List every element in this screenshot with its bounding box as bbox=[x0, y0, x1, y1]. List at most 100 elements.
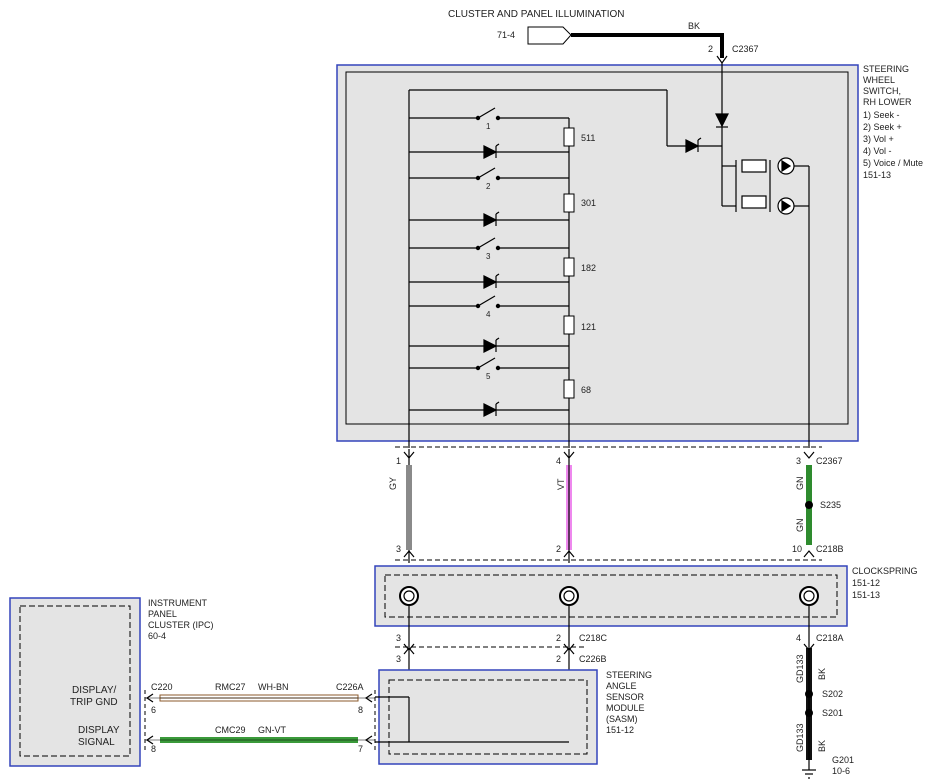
resistor-value-4: 121 bbox=[581, 322, 596, 332]
switch-contacts bbox=[475, 107, 501, 371]
header-ref: 71-4 bbox=[497, 30, 515, 40]
gn-top-color: GN bbox=[795, 477, 805, 491]
ipc-box bbox=[9, 597, 141, 767]
svg-text:INSTRUMENT: INSTRUMENT bbox=[148, 598, 207, 608]
gn-bottom-pin: 10 bbox=[792, 544, 802, 554]
ipc-pin2: 8 bbox=[151, 744, 156, 754]
ipc-pin2-label-2: SIGNAL bbox=[78, 737, 115, 748]
c226a-label: C226A bbox=[336, 682, 364, 692]
header-title: CLUSTER AND PANEL ILLUMINATION bbox=[448, 9, 625, 20]
header-pin: 2 bbox=[708, 44, 713, 54]
ground-splice-2: S201 bbox=[822, 708, 843, 718]
sasm-box bbox=[378, 669, 598, 765]
switch-label-3: 3 bbox=[486, 252, 491, 261]
clockspring-name: CLOCKSPRING bbox=[852, 566, 918, 576]
gn-top-pin: 3 bbox=[796, 456, 801, 466]
wire2-circuit: CMC29 bbox=[215, 725, 246, 735]
ipc-pin2-label-1: DISPLAY bbox=[78, 725, 120, 736]
ipc-inner bbox=[19, 605, 131, 757]
gy-top-pin: 1 bbox=[396, 456, 401, 466]
svg-text:151-12: 151-12 bbox=[606, 725, 634, 735]
arrow-left-icon bbox=[364, 735, 373, 745]
svg-text:PANEL: PANEL bbox=[148, 609, 177, 619]
sasm-pin1: 8 bbox=[358, 705, 363, 715]
connector-arrow-icon bbox=[527, 26, 572, 45]
vt-color: VT bbox=[556, 478, 566, 490]
resistor-value-3: 182 bbox=[581, 263, 596, 273]
bk-wire bbox=[571, 33, 724, 58]
clockspring-inner bbox=[384, 574, 838, 618]
ground-circuit-1: GD133 bbox=[795, 654, 805, 683]
arrow-left-icon bbox=[364, 693, 373, 703]
svg-text:ANGLE: ANGLE bbox=[606, 681, 637, 691]
c226b-pin-left: 3 bbox=[396, 654, 401, 664]
ground-color-1: BK bbox=[817, 668, 827, 680]
resistor-value-1: 511 bbox=[581, 133, 595, 143]
gn-bottom-color: GN bbox=[795, 519, 805, 533]
ipc-pin1: 6 bbox=[151, 705, 156, 715]
switch-label-2: 2 bbox=[486, 182, 491, 191]
wire-gy bbox=[406, 465, 412, 550]
switch-label-4: 4 bbox=[486, 310, 491, 319]
ipc-pin1-label-2: TRIP GND bbox=[70, 697, 118, 708]
gn-connector: C2367 bbox=[816, 456, 843, 466]
wire1-color: WH-BN bbox=[258, 682, 289, 692]
sasm-name: STEERING ANGLE SENSOR MODULE (SASM) 151-… bbox=[606, 670, 652, 735]
splice-s235 bbox=[805, 501, 813, 509]
svg-text:STEERING: STEERING bbox=[863, 64, 909, 74]
c226b-label: C226B bbox=[579, 654, 607, 664]
ground-color-2: BK bbox=[817, 740, 827, 752]
illumination-leds bbox=[715, 63, 810, 448]
ground-splice-1: S202 bbox=[822, 689, 843, 699]
svg-text:3) Vol +: 3) Vol + bbox=[863, 134, 894, 144]
clockspring-ref-1: 151-12 bbox=[852, 578, 880, 588]
svg-text:SWITCH,: SWITCH, bbox=[863, 86, 901, 96]
c226b-pin-mid: 2 bbox=[556, 654, 561, 664]
c220-label: C220 bbox=[151, 682, 173, 692]
svg-text:151-13: 151-13 bbox=[863, 170, 891, 180]
c218c-pin-left: 3 bbox=[396, 633, 401, 643]
splice-s202 bbox=[805, 690, 813, 698]
svg-text:(SASM): (SASM) bbox=[606, 714, 638, 724]
switch-label-1: 1 bbox=[486, 122, 491, 131]
svg-text:MODULE: MODULE bbox=[606, 703, 645, 713]
sasm-inner bbox=[388, 679, 588, 755]
resistors bbox=[563, 127, 575, 399]
header-connector: C2367 bbox=[732, 44, 759, 54]
wire2-color: GN-VT bbox=[258, 725, 287, 735]
svg-text:2) Seek +: 2) Seek + bbox=[863, 122, 902, 132]
svg-text:SENSOR: SENSOR bbox=[606, 692, 645, 702]
c218c-pin-mid: 2 bbox=[556, 633, 561, 643]
ground-symbol-icon bbox=[802, 769, 816, 779]
c218a-pin: 4 bbox=[796, 633, 801, 643]
c218c-label: C218C bbox=[579, 633, 608, 643]
svg-text:CLUSTER (IPC): CLUSTER (IPC) bbox=[148, 620, 214, 630]
resistor-value-2: 301 bbox=[581, 198, 596, 208]
svg-text:60-4: 60-4 bbox=[148, 631, 166, 641]
svg-text:1) Seek -: 1) Seek - bbox=[863, 110, 900, 120]
vt-top-pin: 4 bbox=[556, 456, 561, 466]
switch-label-5: 5 bbox=[486, 372, 491, 381]
ipc-pin1-label-1: DISPLAY/ bbox=[72, 685, 116, 696]
resistor-value-5: 68 bbox=[581, 385, 591, 395]
c218a-label: C218A bbox=[816, 633, 844, 643]
gy-bottom-pin: 3 bbox=[396, 544, 401, 554]
c218b-label: C218B bbox=[816, 544, 844, 554]
sasm-pin2: 7 bbox=[358, 744, 363, 754]
splice-s201 bbox=[805, 709, 813, 717]
ground-circuit-2: GD133 bbox=[795, 723, 805, 752]
ipc-name: INSTRUMENT PANEL CLUSTER (IPC) 60-4 bbox=[148, 598, 214, 641]
clockspring-box bbox=[374, 565, 848, 627]
gy-color: GY bbox=[388, 477, 398, 490]
ground-id: G201 bbox=[832, 755, 854, 765]
arrow-left-icon bbox=[145, 693, 154, 703]
vt-bottom-pin: 2 bbox=[556, 544, 561, 554]
wire1-circuit: RMC27 bbox=[215, 682, 246, 692]
svg-text:WHEEL: WHEEL bbox=[863, 75, 895, 85]
svg-text:5) Voice / Mute: 5) Voice / Mute bbox=[863, 158, 923, 168]
clockspring-ref-2: 151-13 bbox=[852, 590, 880, 600]
svg-text:4) Vol -: 4) Vol - bbox=[863, 146, 892, 156]
arrow-left-icon bbox=[145, 735, 154, 745]
svg-text:STEERING: STEERING bbox=[606, 670, 652, 680]
switch-module-name: STEERING WHEEL SWITCH, RH LOWER 1) Seek … bbox=[863, 64, 923, 180]
